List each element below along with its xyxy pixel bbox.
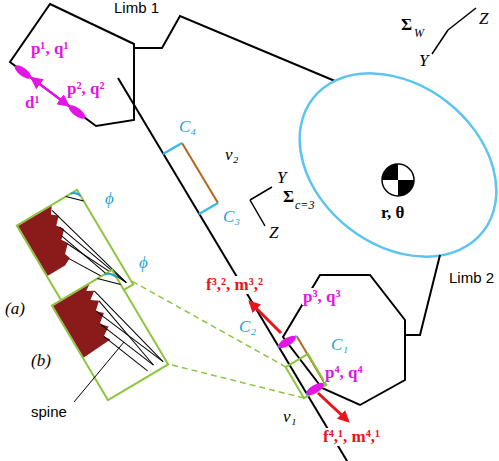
contact-point: p¹, q¹ xyxy=(12,66,34,78)
frame-symbol: Σ xyxy=(400,16,413,34)
limb-link xyxy=(405,255,440,335)
inset-label: (b) xyxy=(30,352,52,370)
wall-surface xyxy=(118,78,350,461)
point-label: p³, q³ xyxy=(302,288,342,306)
zoom-box xyxy=(286,354,327,398)
com-symbol xyxy=(382,164,414,196)
spine-inset xyxy=(52,270,168,400)
limb-hand xyxy=(10,4,134,126)
contact-ellipse xyxy=(304,383,326,395)
limb-label: Limb 2 xyxy=(448,270,495,286)
limb-hand xyxy=(283,275,405,405)
angle-label: ϕ xyxy=(138,254,149,272)
contact-point: p², q² xyxy=(66,106,88,118)
pose-label: r, θ xyxy=(380,204,405,222)
axis-label: Z xyxy=(268,224,279,242)
angle-label: ϕ xyxy=(104,190,115,208)
inset-label: (a) xyxy=(4,300,26,318)
distance-label: d¹ xyxy=(24,94,41,112)
part-label: spine xyxy=(30,404,68,420)
frame-subscript: W xyxy=(413,27,425,40)
contact-point: p³, q³ xyxy=(276,336,298,348)
point-label: p², q² xyxy=(66,80,106,98)
world-frame xyxy=(432,8,476,54)
wrench-label: f⁴,¹, m⁴,¹ xyxy=(322,428,381,446)
contact-ellipse xyxy=(12,66,34,78)
axis-label: Y xyxy=(418,52,429,70)
region-label: ν₂ xyxy=(224,146,239,164)
region-label: ν₁ xyxy=(282,408,297,426)
point-label: p⁴, q⁴ xyxy=(324,364,364,382)
contact-ellipse xyxy=(67,103,88,121)
body-ellipse xyxy=(264,35,499,294)
limb-link xyxy=(134,16,335,81)
contact-label: C₁ xyxy=(330,336,349,354)
contact-frame xyxy=(250,187,272,226)
frame-subscript: c=3 xyxy=(294,199,315,212)
contact-ellipse xyxy=(276,336,298,348)
point-label: p¹, q¹ xyxy=(30,40,70,58)
wrench-label: f³,², m³,² xyxy=(205,276,264,294)
leader-line xyxy=(74,342,124,402)
contact-ellipse xyxy=(66,106,88,118)
contact-label: C₂ xyxy=(238,318,257,336)
contact-point: p⁴, q⁴ xyxy=(304,383,326,395)
contact-ellipse xyxy=(304,380,325,397)
contact-region xyxy=(163,143,218,214)
contact-ellipse xyxy=(276,333,297,350)
contact-ellipse xyxy=(12,62,33,80)
contact-label: C₃ xyxy=(222,208,241,226)
contact-label: C₄ xyxy=(178,118,197,136)
limb-label: Limb 1 xyxy=(113,0,160,16)
force-arrow xyxy=(318,393,348,421)
axis-label: Y xyxy=(276,169,287,187)
axis-label: Z xyxy=(478,10,489,28)
